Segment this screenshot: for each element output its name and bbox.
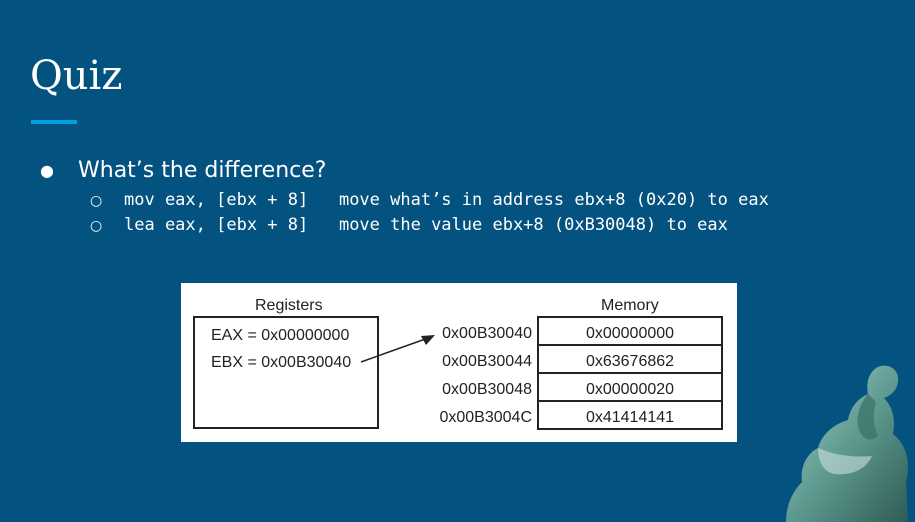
sub-item-mov: ○ mov eax, [ebx + 8] move what’s in addre… bbox=[90, 189, 769, 212]
statue-leg bbox=[818, 448, 872, 475]
registers-label: Registers bbox=[255, 297, 323, 314]
statue-body bbox=[786, 365, 908, 522]
memory-value: 0x00000020 bbox=[586, 381, 674, 398]
memory-address: 0x00B30040 bbox=[442, 325, 532, 342]
sub-item-lea: ○ lea eax, [ebx + 8] move the value ebx+8… bbox=[90, 214, 728, 237]
statue-arm bbox=[857, 394, 878, 440]
arrow-head-icon bbox=[421, 335, 435, 345]
sub-item-desc: move what’s in address ebx+8 (0x20) to e… bbox=[338, 190, 769, 210]
memory-address: 0x00B30048 bbox=[442, 381, 532, 398]
sub-item-desc: move the value ebx+8 (0xB30048) to eax bbox=[338, 215, 728, 235]
memory-table: 0x00B30040 0x00B30044 0x00B30048 0x00B30… bbox=[439, 316, 723, 430]
memory-diagram: Registers Memory EAX = 0x00000000 EBX = … bbox=[181, 283, 737, 442]
memory-label: Memory bbox=[601, 297, 659, 314]
pointer-arrow bbox=[360, 336, 432, 363]
ebx-register: EBX = 0x00B30040 bbox=[211, 354, 351, 371]
memory-cell bbox=[537, 400, 723, 430]
memory-value: 0x00000000 bbox=[586, 325, 674, 342]
bullet-text: What’s the difference? bbox=[78, 158, 327, 183]
title-underline bbox=[31, 120, 77, 124]
bullet-dot-icon: ● bbox=[40, 161, 54, 180]
sub-item-code: lea eax, [ebx + 8] bbox=[124, 215, 309, 235]
circle-bullet-icon: ○ bbox=[90, 193, 103, 209]
eax-register: EAX = 0x00000000 bbox=[211, 327, 349, 344]
sub-item-code: mov eax, [ebx + 8] bbox=[124, 190, 309, 210]
memory-value: 0x41414141 bbox=[586, 409, 674, 426]
bullet-item: ● What’s the difference? bbox=[40, 157, 326, 185]
memory-address: 0x00B30044 bbox=[442, 353, 532, 370]
memory-value: 0x63676862 bbox=[586, 353, 674, 370]
slide-title: Quiz bbox=[30, 53, 123, 99]
memory-address: 0x00B3004C bbox=[439, 409, 532, 426]
registers-box bbox=[193, 316, 379, 429]
thinker-statue bbox=[786, 365, 908, 522]
circle-bullet-icon: ○ bbox=[90, 218, 103, 234]
